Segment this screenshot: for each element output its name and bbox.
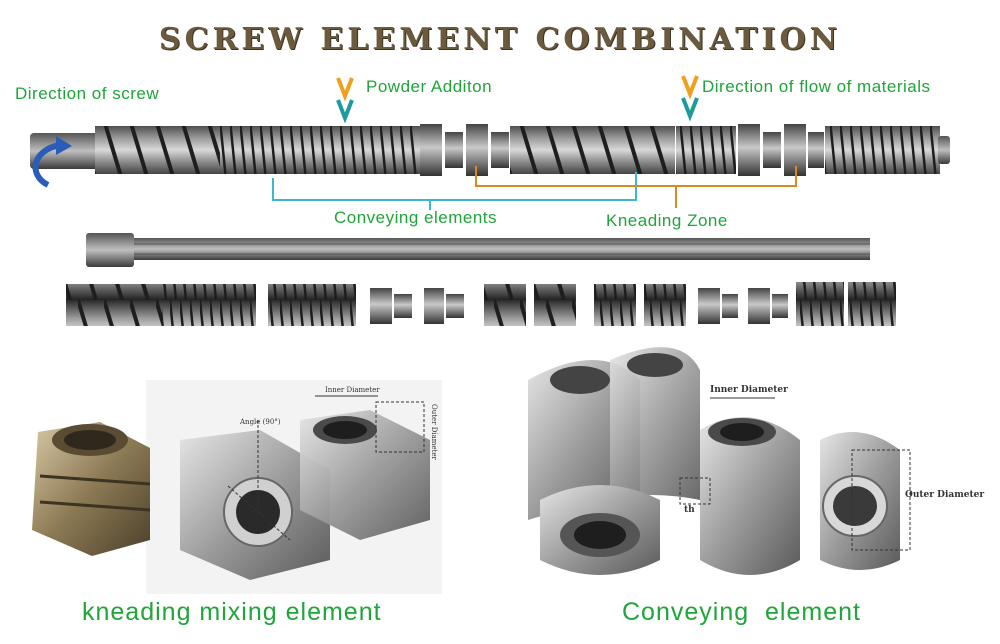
label-kneading-zone: Kneading Zone [606,211,728,230]
screw-kneading-section-1 [420,124,509,176]
conveying-element-drawing [679,397,911,575]
kneading-element-photo [32,422,151,556]
screw-conveying-section-1 [95,126,220,174]
page-title: SCREW ELEMENT COMBINATION [158,22,842,57]
label-direction-of-screw: Direction of screw [15,84,160,103]
label-powder-addition: Powder Additon [366,77,493,96]
caption-kneading-mixing-element: kneading mixing element [82,598,382,626]
assembled-screw [30,124,950,176]
screw-conveying-section-2 [220,126,420,174]
disassembled-elements [66,282,896,326]
rotation-arrow-icon [32,136,72,188]
screw-shaft-end [30,133,100,169]
annotation-inner-diameter-right: Inner Diameter [710,385,788,395]
annotation-outer-diameter-right: Outer Diameter [905,490,984,500]
screw-kneading-section-2 [676,124,824,176]
label-direction-of-flow: Direction of flow of materials [702,77,931,96]
caption-conveying-element: Conveying element [622,598,861,626]
annotation-outer-diameter-left: Outer Diameter [430,404,438,461]
kneading-bracket [475,166,797,187]
screw-conveying-section-3 [510,126,675,174]
label-conveying-elements: Conveying elements [334,208,498,227]
powder-addition-arrow-icon [336,77,354,124]
screw-tip [938,136,950,164]
kneading-element-drawing [180,395,430,580]
annotation-angle: Angle (90°) [239,418,281,426]
annotation-partial: th [684,505,695,515]
flow-direction-arrow-icon [681,75,699,122]
annotation-inner-diameter-left: Inner Diameter [325,386,380,394]
splined-shaft [86,233,870,267]
conveying-element-photo [528,347,700,575]
screw-conveying-section-4 [825,126,940,174]
